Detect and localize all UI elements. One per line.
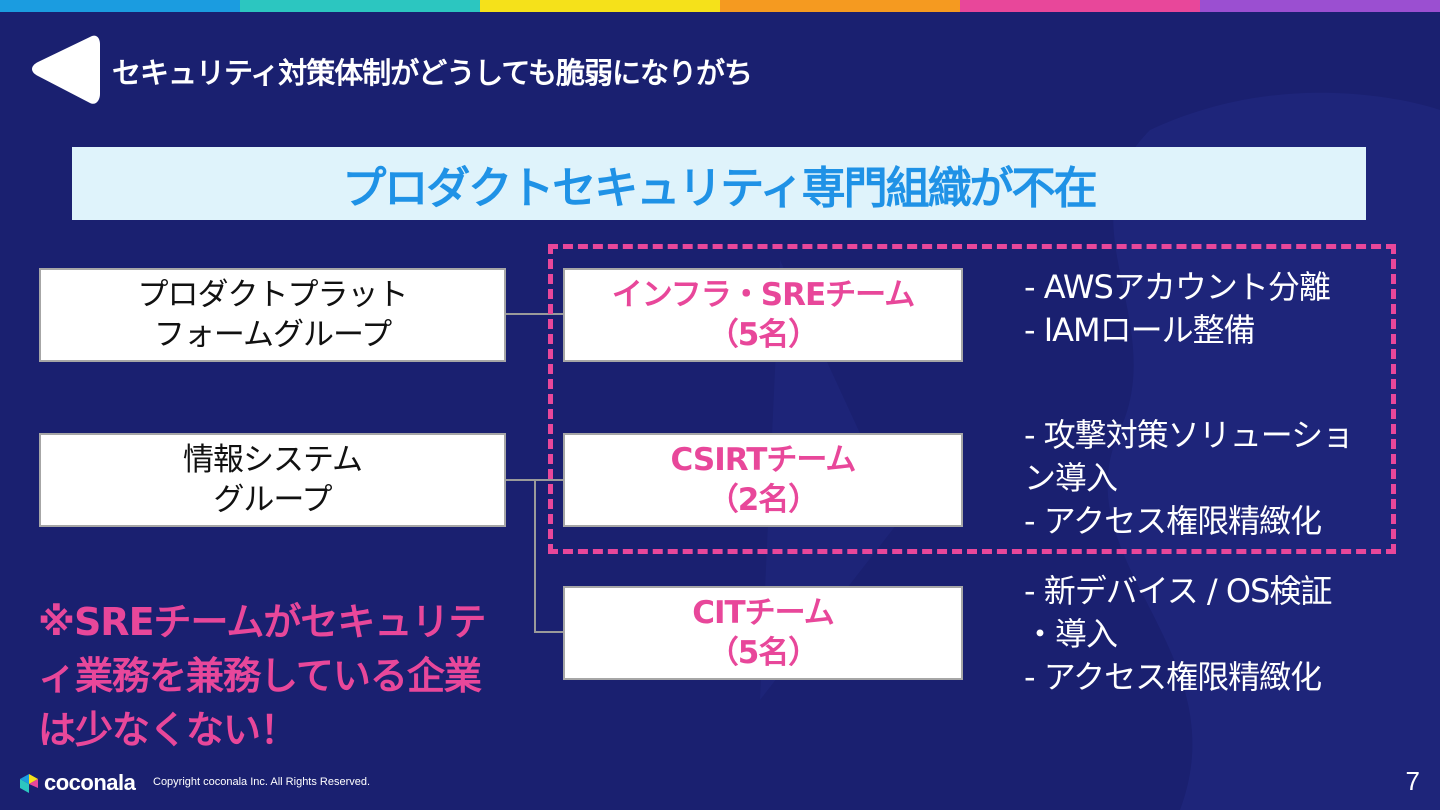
headline-text: プロダクトセキュリティ専門組織が不在 — [342, 162, 1097, 214]
coconala-logo-icon — [20, 774, 38, 793]
team-box-infra-sre: インフラ・SREチーム （5名） — [563, 268, 963, 362]
note-line: - AWSアカウント分離 — [1024, 268, 1331, 306]
team-name: CSIRTチーム — [670, 441, 857, 478]
team-count: （2名） — [707, 482, 820, 518]
copyright-text: Copyright coconala Inc. All Rights Reser… — [153, 776, 371, 788]
page-number: 7 — [1405, 766, 1420, 796]
group-label-line: プロダクトプラット — [137, 276, 409, 313]
footer-brand: coconala — [18, 770, 136, 796]
stripe-segment-teal — [240, 0, 480, 12]
slide-title: セキュリティ対策体制がどうしても脆弱になりがち — [112, 56, 753, 90]
team-box-cit: CITチーム （5名） — [563, 586, 963, 680]
group-box-information-systems: 情報システム グループ — [39, 433, 506, 527]
team-name: インフラ・SREチーム — [611, 276, 916, 313]
note-line: ・導入 — [1024, 615, 1118, 654]
note-line: - アクセス権限精緻化 — [1024, 502, 1322, 541]
team-count: （5名） — [707, 635, 820, 671]
note-line: - 攻撃対策ソリューショ — [1024, 416, 1354, 454]
notes-cit: - 新デバイス / OS検証 ・導入 - アクセス権限精緻化 — [1024, 570, 1332, 700]
headline-banner: プロダクトセキュリティ専門組織が不在 — [72, 147, 1366, 220]
connector-line — [534, 631, 565, 633]
group-label-line: グループ — [213, 482, 332, 518]
team-box-csirt: CSIRTチーム （2名） — [563, 433, 963, 527]
team-name: CITチーム — [692, 594, 835, 631]
note-line: - 新デバイス / OS検証 — [1024, 572, 1332, 610]
stripe-segment-blue — [0, 0, 240, 12]
play-triangle-icon — [32, 35, 100, 104]
notes-infra-sre: - AWSアカウント分離 - IAMロール整備 — [1024, 266, 1331, 352]
stripe-segment-orange — [720, 0, 960, 12]
connector-line — [534, 479, 536, 633]
team-count: （5名） — [707, 317, 820, 353]
group-label-line: 情報システム — [182, 441, 363, 478]
highlight-dashed-frame — [548, 244, 1396, 554]
stripe-segment-pink — [960, 0, 1200, 12]
notes-csirt: - 攻撃対策ソリューショ ン導入 - アクセス権限精緻化 — [1024, 414, 1354, 544]
note-line: - アクセス権限精緻化 — [1024, 658, 1322, 697]
group-label-line: フォームグループ — [153, 317, 392, 353]
stripe-segment-purple — [1200, 0, 1440, 12]
group-box-product-platform: プロダクトプラット フォームグループ — [39, 268, 506, 362]
brand-wordmark: coconala — [44, 770, 136, 795]
stripe-segment-yellow — [480, 0, 720, 12]
callout-text: ※SREチームがセキュリティ業務を兼務している企業は少なくない！ — [38, 600, 486, 752]
note-line: ン導入 — [1024, 459, 1118, 498]
note-line: - IAMロール整備 — [1024, 311, 1256, 350]
top-color-stripe — [0, 0, 1440, 12]
connector-line — [505, 313, 565, 315]
